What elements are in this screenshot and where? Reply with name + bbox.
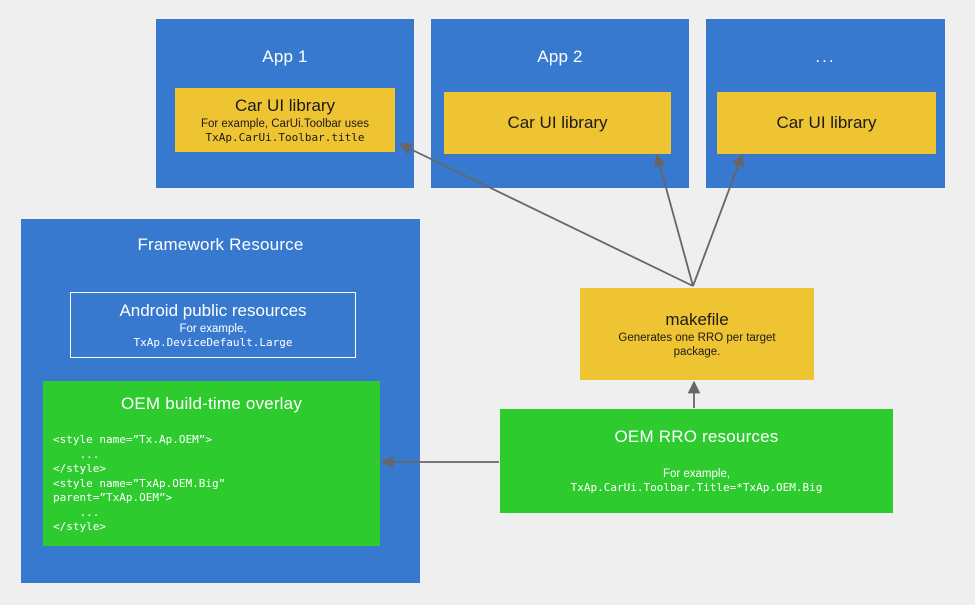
app-1-library-sub: For example, CarUi.Toolbar uses bbox=[200, 118, 370, 130]
framework-resource-label: Framework Resource bbox=[137, 235, 304, 254]
oem-rro-resources-code: TxAp.CarUi.Toolbar.Title=*TxAp.OEM.Big bbox=[570, 481, 823, 494]
makefile-box[interactable]: makefile Generates one RRO per target pa… bbox=[580, 288, 814, 380]
app-1-car-ui-library[interactable]: Car UI library For example, CarUi.Toolba… bbox=[175, 88, 395, 152]
makefile-title: makefile bbox=[665, 310, 729, 329]
oem-rro-resources-box[interactable]: OEM RRO resources For example, TxAp.CarU… bbox=[500, 409, 893, 513]
android-public-resources-title: Android public resources bbox=[119, 301, 307, 320]
android-public-resources-sub: For example, bbox=[179, 323, 247, 335]
android-public-resources-box[interactable]: Android public resources For example, Tx… bbox=[70, 292, 356, 358]
makefile-sub-line-2: package. bbox=[673, 346, 721, 358]
app-3-label: ... bbox=[815, 47, 836, 66]
app-1-library-code: TxAp.CarUi.Toolbar.title bbox=[205, 131, 365, 144]
app-2-library-title: Car UI library bbox=[507, 113, 608, 132]
app-2-car-ui-library[interactable]: Car UI library bbox=[444, 92, 671, 154]
app-1-label: App 1 bbox=[262, 47, 308, 66]
android-public-resources-code: TxAp.DeviceDefault.Large bbox=[133, 336, 293, 349]
oem-build-time-overlay-title: OEM build-time overlay bbox=[120, 394, 303, 413]
oem-build-time-overlay-code: <style name=”Tx.Ap.OEM”> ... </style> <s… bbox=[53, 433, 226, 533]
app-3-library-title: Car UI library bbox=[776, 113, 877, 132]
app-2-label: App 2 bbox=[537, 47, 583, 66]
oem-build-time-overlay-box[interactable]: OEM build-time overlay <style name=”Tx.A… bbox=[43, 381, 380, 546]
app-3-car-ui-library[interactable]: Car UI library bbox=[717, 92, 936, 154]
app-1-library-title: Car UI library bbox=[234, 96, 336, 115]
oem-rro-resources-sub: For example, bbox=[662, 468, 731, 480]
oem-rro-resources-title: OEM RRO resources bbox=[614, 427, 779, 446]
makefile-sub-line-1: Generates one RRO per target bbox=[618, 332, 776, 344]
